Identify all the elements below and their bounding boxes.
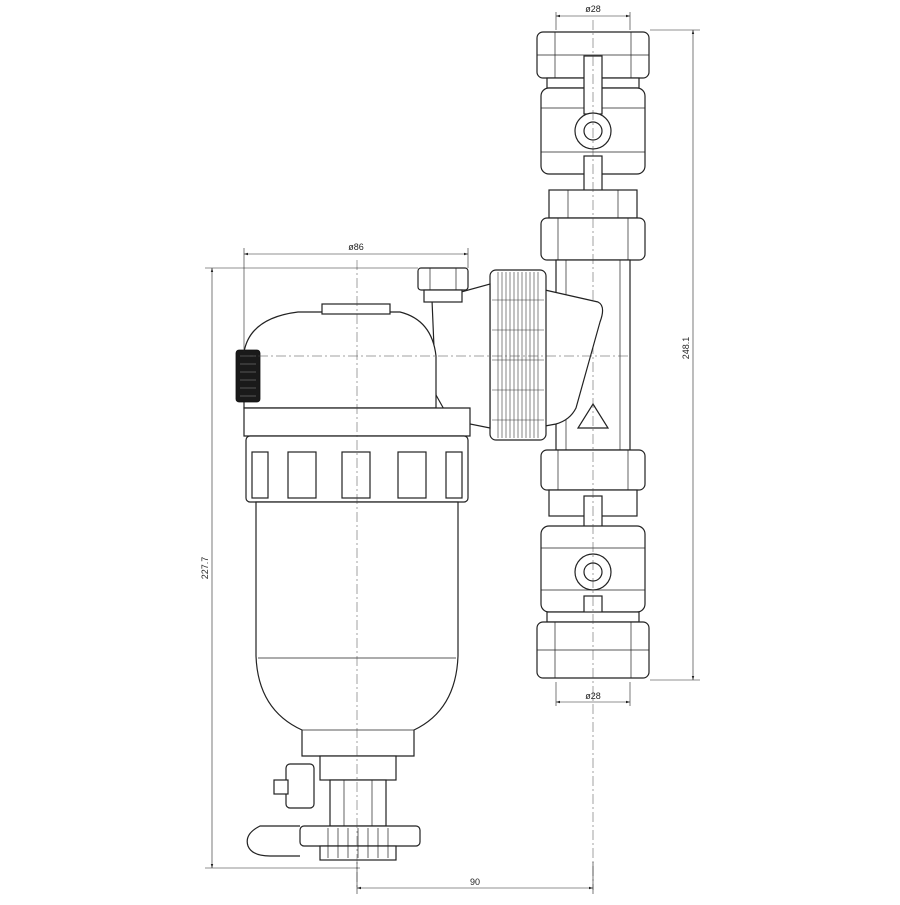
ring-window <box>251 451 269 499</box>
bleed-valve-cap <box>417 267 469 291</box>
drain-valve <box>285 763 315 809</box>
dimension-lines: ø28 ø28 ø86 248.1 227.7 90 <box>200 4 700 894</box>
ring-window <box>397 451 427 499</box>
drain-handle <box>246 825 300 857</box>
ring-window <box>341 451 371 499</box>
top-diameter-label: ø28 <box>585 4 601 14</box>
connector-arm <box>544 289 604 427</box>
bottom-diameter-label: ø28 <box>585 691 601 701</box>
filter-top-cap <box>243 311 437 409</box>
ring-window <box>445 451 463 499</box>
vertical-pipe-assembly <box>536 20 650 890</box>
body-diameter-label: ø86 <box>348 242 364 252</box>
total-height-label: 248.1 <box>681 337 691 360</box>
filter-height-label: 227.7 <box>200 557 210 580</box>
drain-base <box>299 825 421 847</box>
filter-body <box>235 260 630 890</box>
ring-window <box>287 451 317 499</box>
offset-width-label: 90 <box>470 877 480 887</box>
magnet-knob <box>235 349 261 403</box>
drain-neck <box>319 755 397 781</box>
cap-top-plate <box>321 303 391 315</box>
